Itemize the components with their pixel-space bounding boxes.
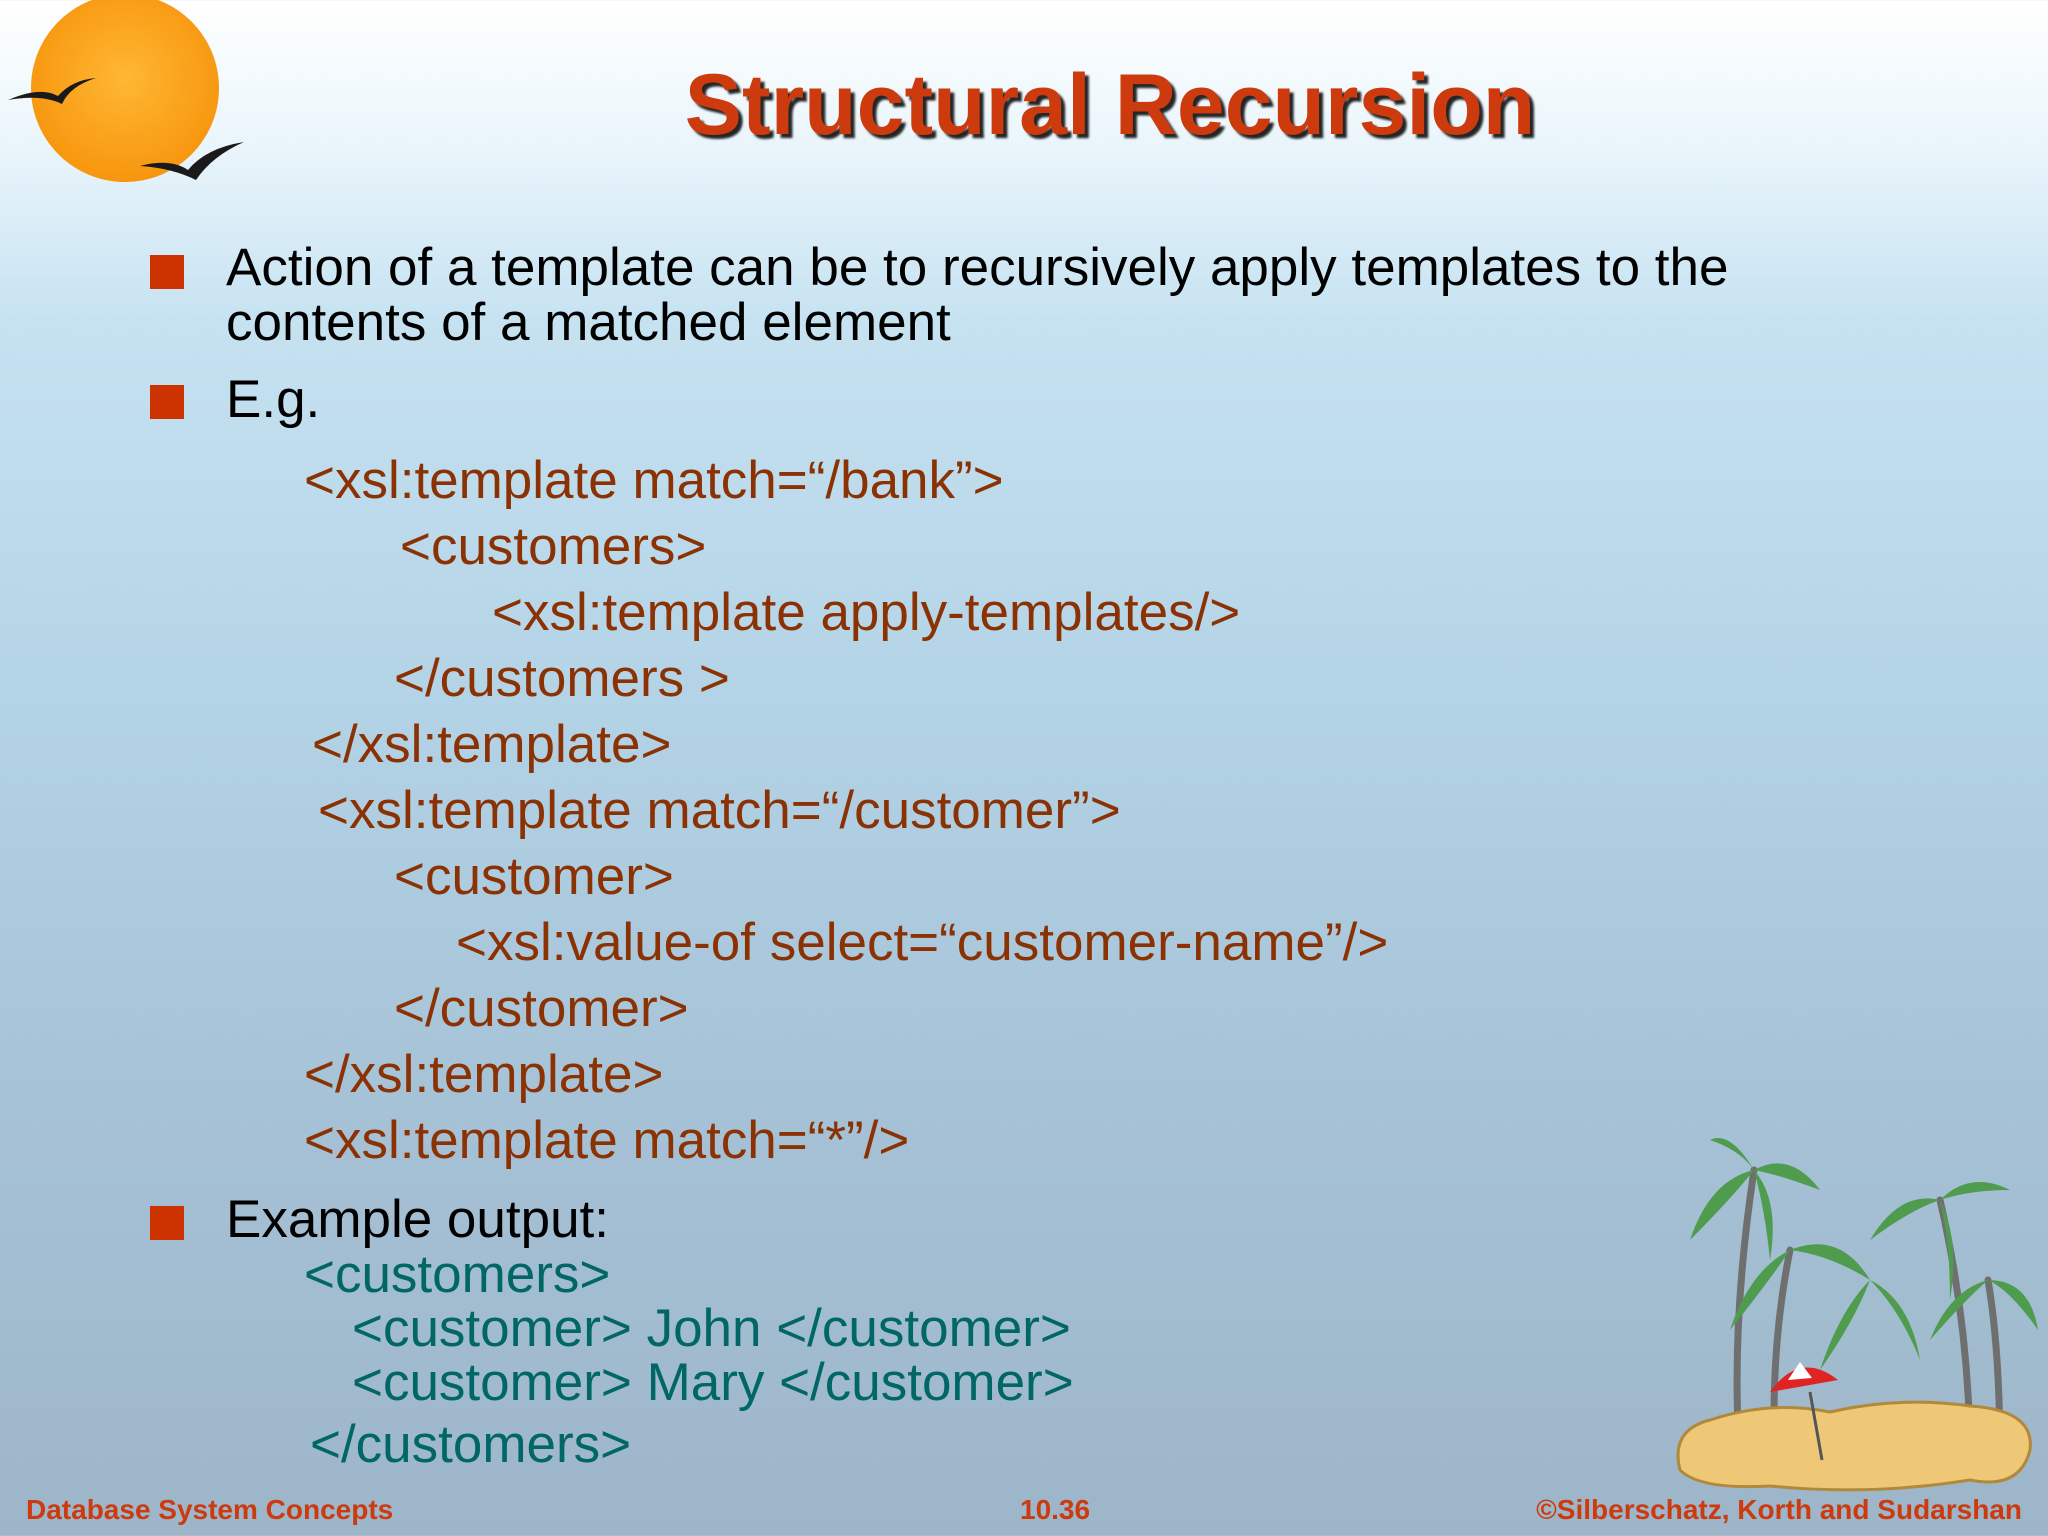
- sun-birds-icon: [8, 0, 244, 182]
- bullet-line: Action of a template can be to recursive…: [226, 238, 1729, 297]
- code-line: <customers>: [400, 517, 707, 576]
- code-line: <xsl:template apply-templates/>: [492, 583, 1241, 642]
- bullet-marker: [150, 385, 184, 419]
- bullet-marker: [150, 255, 184, 289]
- footer-page-number: 10.36: [1020, 1494, 1091, 1525]
- palm-island-icon: [1676, 1138, 2038, 1492]
- bullet-line: contents of a matched element: [226, 293, 951, 352]
- code-line: <xsl:value-of select=“customer-name”/>: [456, 913, 1389, 972]
- code-line: </customer>: [394, 979, 689, 1038]
- code-line: <xsl:template match=“/customer”>: [318, 781, 1121, 840]
- bullet-text: E.g.: [226, 370, 321, 429]
- code-line: </customers >: [394, 649, 730, 708]
- code-line: </xsl:template>: [304, 1045, 664, 1104]
- output-line: <customer> Mary </customer>: [352, 1353, 1074, 1412]
- footer-left: Database System Concepts: [26, 1494, 394, 1525]
- code-line: <xsl:template match=“*”/>: [304, 1111, 910, 1170]
- bullet-text: Example output:: [226, 1190, 610, 1249]
- bullet-text: Action of a template can be to recursive…: [226, 240, 1728, 350]
- code-line: <xsl:template match=“/bank”>: [304, 451, 1004, 510]
- footer-right: ©Silberschatz, Korth and Sudarshan: [1536, 1494, 2022, 1525]
- output-line: </customers>: [310, 1415, 632, 1474]
- output-line: <customers>: [304, 1245, 611, 1304]
- slide-title: Structural Recursion: [684, 57, 1536, 153]
- code-line: </xsl:template>: [312, 715, 672, 774]
- code-line: <customer>: [394, 847, 674, 906]
- output-line: <customer> John </customer>: [352, 1299, 1071, 1358]
- bullet-marker: [150, 1206, 184, 1240]
